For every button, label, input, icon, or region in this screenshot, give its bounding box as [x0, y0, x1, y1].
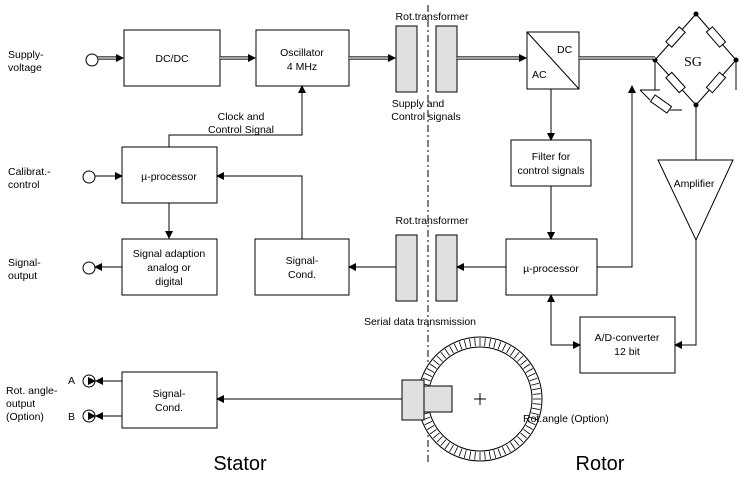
signal-connections [88, 85, 697, 420]
rot-angle-a-terminal [82, 374, 96, 388]
ac-dc-ac-label: AC [532, 69, 547, 81]
signal-cond-mid-label: Signal-Cond. [286, 255, 319, 281]
supply-voltage-terminal [85, 53, 99, 67]
rot-transformer-top-label: Rot.transformer [396, 11, 469, 23]
oscillator-block [255, 29, 350, 87]
sg-label: SG [684, 55, 702, 70]
mu-processor-stator-block [121, 146, 218, 204]
calibrat-control-label: Calibrat.-control [8, 166, 51, 191]
encoder-sensor-housing [401, 379, 425, 421]
amplifier-triangle [657, 159, 734, 242]
rot-angle-encoder [417, 336, 543, 462]
serial-data-label: Serial data transmission [364, 316, 476, 328]
signal-output-label: Signal-output [8, 257, 41, 282]
output-arrowheads [95, 377, 103, 420]
signal-output-terminal [82, 261, 96, 275]
encoder-sensor-head [423, 385, 453, 413]
signal-cond-bottom-label: Signal-Cond. [153, 388, 186, 414]
calibrat-control-terminal [82, 170, 96, 184]
mu-processor-stator-label: µ-processor [141, 171, 197, 183]
channel-a-label: A [68, 375, 75, 387]
channel-b-label: B [68, 411, 75, 423]
rotor-label: Rotor [576, 453, 625, 475]
signal-cond-bottom-block [121, 371, 218, 429]
filter-block [510, 139, 592, 187]
rot-transformer-top-rotor-core [435, 25, 458, 93]
signal-cond-mid-block [254, 238, 350, 296]
amplifier-label: Amplifier [674, 178, 715, 190]
rot-transformer-top-stator-core [395, 25, 418, 93]
stator-label: Stator [213, 453, 267, 475]
rot-transformer-mid-stator-core [395, 234, 418, 302]
rot-transformer-mid-label: Rot.transformer [396, 215, 469, 227]
signal-adaption-block [121, 238, 218, 296]
ac-dc-dc-label: DC [557, 44, 573, 56]
rot-angle-option-label: Rot.angle (Option) [523, 413, 609, 425]
rot-transformer-mid-rotor-core [435, 234, 458, 302]
mu-processor-rotor-label: µ-processor [523, 263, 579, 275]
ac-dc-diagonal [526, 31, 580, 90]
rot-angle-output-label: Rot. angle-output(Option) [6, 385, 58, 423]
dcdc-label: DC/DC [155, 53, 189, 65]
ad-converter-block [579, 316, 676, 374]
strain-gauge-bridge [639, 11, 739, 160]
rot-angle-b-terminal [82, 409, 96, 423]
supply-voltage-label: Supply-voltage [8, 49, 44, 74]
